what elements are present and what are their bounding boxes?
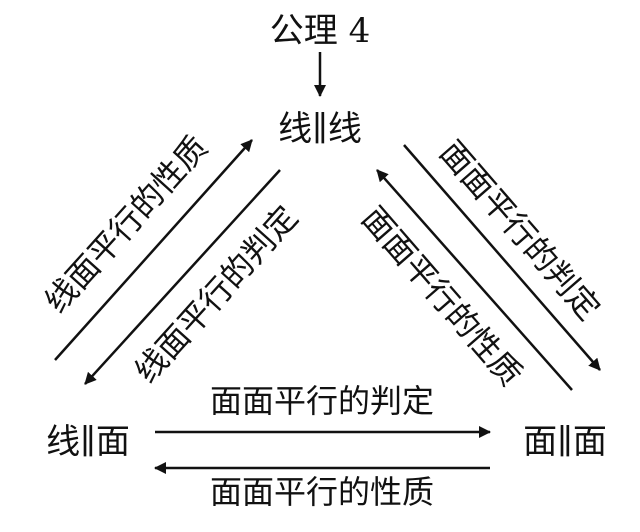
label-bottom-top: 面面平行的判定	[210, 382, 434, 420]
node-plane-parallel-plane: 面∥面	[523, 422, 607, 462]
arrow-left-outer	[54, 139, 253, 361]
label-bottom-bottom: 面面平行的性质	[210, 473, 434, 511]
arrow-right-inner	[376, 169, 573, 391]
label-left-outer: 线面平行的性质	[37, 128, 215, 320]
arrow-left-inner	[84, 169, 281, 385]
node-line-parallel-plane: 线∥面	[46, 422, 130, 462]
axiom-label: 公理 4	[270, 11, 370, 51]
label-left-inner: 线面平行的判定	[127, 198, 305, 390]
node-line-parallel-line: 线∥线	[278, 109, 362, 149]
arrow-right-outer	[403, 144, 601, 371]
